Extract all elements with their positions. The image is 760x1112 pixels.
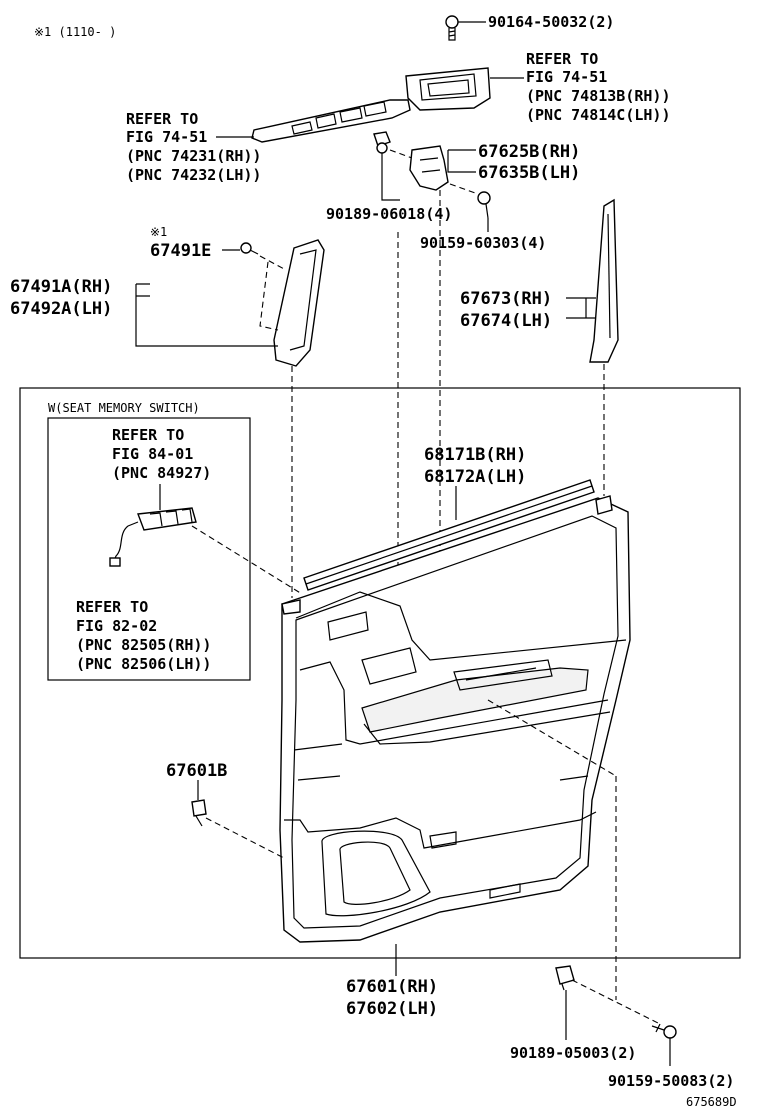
- switch-bezel-icon: [405, 67, 491, 111]
- label-screw-a: 90159-60303(4): [420, 234, 546, 252]
- inset-title: W(SEAT MEMORY SWITCH): [48, 401, 200, 415]
- inset-refer-a3: (PNC 84927): [112, 464, 211, 482]
- label-weather-lh: 68172A(LH): [424, 467, 526, 487]
- refer-left-line3: (PNC 74231(RH)): [126, 147, 261, 165]
- clip-a-icon: [373, 131, 391, 154]
- inset-refer-b4: (PNC 82506(LH)): [76, 655, 211, 673]
- refer-left-line2: FIG 74-51: [126, 128, 207, 146]
- inset-refer-b1: REFER TO: [76, 598, 148, 616]
- bracket-icon: [409, 145, 449, 191]
- label-trim-rh: 67673(RH): [460, 289, 552, 309]
- inset-refer-b2: FIG 82-02: [76, 617, 157, 635]
- refer-left-line4: (PNC 74232(LH)): [126, 166, 261, 184]
- inset-box: [47, 417, 251, 681]
- label-bracket-lh: 67635B(LH): [478, 163, 580, 183]
- door-trim-panel-icon: [279, 495, 631, 943]
- power-window-switch-icon: [251, 99, 411, 143]
- refer-rh-line4: (PNC 74814C(LH)): [526, 106, 671, 124]
- label-panel-rh: 67601(RH): [346, 977, 438, 997]
- refer-left-line1: REFER TO: [126, 110, 198, 128]
- label-weather-rh: 68171B(RH): [424, 445, 526, 465]
- inset-refer-a1: REFER TO: [112, 426, 184, 444]
- label-bracket-rh: 67625B(RH): [478, 142, 580, 162]
- label-garnish-lh: 67492A(LH): [10, 299, 112, 319]
- note-top: ※1 (1110- ): [34, 25, 116, 39]
- trim-strip-icon: [589, 198, 619, 363]
- main-frame: [19, 387, 741, 959]
- screw-a-icon: [477, 191, 491, 219]
- label-clip-e: 67491E: [150, 241, 211, 261]
- garnish-icon: [273, 239, 325, 367]
- label-clip-b: 67601B: [166, 761, 227, 781]
- inset-refer-a2: FIG 84-01: [112, 445, 193, 463]
- screw-c-icon: [651, 1023, 677, 1039]
- bolt-top-icon: [445, 15, 459, 41]
- refer-rh-line2: FIG 74-51: [526, 68, 607, 86]
- diagram-id: 675689D: [686, 1095, 737, 1109]
- label-bolt-top: 90164-50032(2): [488, 13, 614, 31]
- label-clip-a: 90189-06018(4): [326, 205, 452, 223]
- inset-refer-b3: (PNC 82505(RH)): [76, 636, 211, 654]
- label-clip-c: 90189-05003(2): [510, 1044, 636, 1062]
- clip-b-icon: [191, 799, 207, 827]
- refer-rh-line3: (PNC 74813B(RH)): [526, 87, 671, 105]
- weatherstrip-icon: [303, 479, 595, 591]
- label-garnish-rh: 67491A(RH): [10, 277, 112, 297]
- label-panel-lh: 67602(LH): [346, 999, 438, 1019]
- clip-c-icon: [555, 965, 575, 991]
- label-trim-lh: 67674(LH): [460, 311, 552, 331]
- refer-rh-line1: REFER TO: [526, 50, 598, 68]
- label-screw-c: 90159-50083(2): [608, 1072, 734, 1090]
- seat-memory-switch-icon: [109, 507, 197, 567]
- label-note-mark: ※1: [150, 225, 167, 239]
- clip-e-icon: [240, 242, 259, 255]
